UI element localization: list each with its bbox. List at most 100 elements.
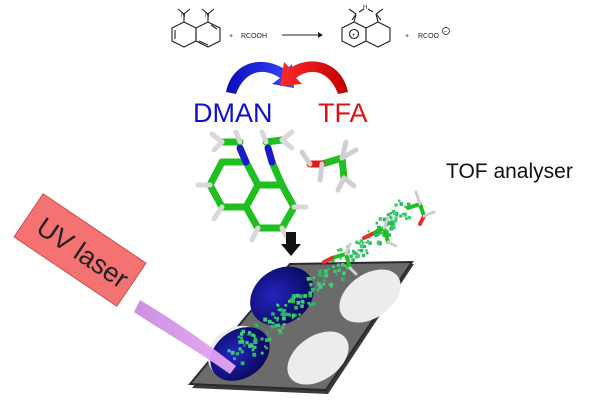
ion-particle — [265, 338, 269, 342]
ion-particle — [318, 285, 323, 289]
ion-particle — [367, 239, 370, 243]
ion-particle — [367, 230, 370, 233]
ion-particle — [337, 269, 341, 273]
ion-particle — [266, 331, 269, 334]
ion-particle — [327, 267, 331, 271]
minus-charge: − — [444, 30, 448, 36]
ion-particle — [332, 265, 335, 269]
ion-particle — [281, 326, 285, 330]
ion-particle — [272, 321, 275, 325]
ion-particle — [238, 340, 242, 344]
ion-particle — [386, 213, 390, 217]
ion-particle — [374, 233, 378, 237]
dman-structure — [171, 8, 221, 48]
tof-analyser-label: TOF analyser — [446, 160, 573, 183]
ion-particle — [377, 225, 381, 230]
ion-particle — [365, 251, 369, 255]
ion-particle — [308, 303, 312, 307]
ejected-molecules — [322, 190, 436, 276]
ion-particle — [320, 274, 324, 278]
ion-particle — [265, 346, 269, 350]
ion-particle — [317, 272, 322, 277]
ion-particle — [268, 337, 272, 341]
ion-particle — [270, 321, 273, 324]
ion-particle — [368, 241, 372, 245]
ion-particle — [273, 316, 277, 320]
ion-particle — [237, 335, 241, 339]
ion-particle — [260, 337, 264, 341]
ion-particle — [307, 302, 310, 305]
ion-particle — [291, 296, 295, 299]
ion-particle — [286, 312, 290, 316]
ion-particle — [361, 253, 366, 258]
curved-arrow-blue-icon — [226, 61, 294, 94]
ion-particle — [383, 217, 387, 222]
ion-particle — [399, 202, 403, 206]
ion-particle — [290, 299, 293, 302]
proton-label: H — [363, 5, 367, 11]
ion-particle — [235, 352, 240, 356]
acid-formula: RCOOH — [241, 33, 267, 40]
ion-particle — [394, 219, 398, 223]
ion-particle — [342, 271, 346, 276]
ion-particle — [291, 299, 295, 304]
ion-particle — [394, 203, 398, 207]
ion-particle — [247, 333, 250, 336]
ion-particle — [354, 252, 358, 256]
ion-particle — [284, 304, 287, 307]
ion-particle — [260, 351, 264, 355]
ion-particle — [282, 316, 286, 321]
ion-particle — [233, 357, 236, 361]
ion-particle — [403, 213, 407, 217]
ion-particle — [276, 323, 280, 327]
ion-particle — [308, 293, 313, 298]
ion-particle — [279, 308, 283, 312]
ion-particle — [392, 222, 396, 226]
ion-particle — [354, 255, 358, 259]
ion-particle — [404, 205, 407, 209]
ion-particle — [346, 266, 350, 270]
ion-particle — [365, 241, 368, 244]
ion-particle — [362, 245, 367, 249]
ion-particle — [339, 267, 342, 271]
ion-particle — [405, 217, 408, 220]
ion-particle — [282, 323, 286, 326]
ion-particle — [390, 211, 393, 215]
ion-particle — [355, 253, 360, 257]
ion-particle — [296, 300, 301, 305]
ion-particle — [295, 293, 300, 298]
ion-particle — [287, 299, 291, 303]
ion-particle — [339, 257, 342, 260]
ion-particle — [359, 244, 364, 248]
plus-charge: + — [352, 33, 356, 39]
ion-particle — [393, 211, 397, 216]
ion-particle — [280, 312, 284, 316]
ion-particle — [386, 221, 391, 226]
ion-particle — [359, 239, 363, 243]
ion-particle — [271, 312, 275, 316]
ion-particle — [274, 324, 278, 328]
laser-beam — [134, 300, 236, 374]
ion-particle — [352, 251, 357, 255]
ion-particle — [294, 313, 297, 317]
ion-particle — [309, 277, 313, 281]
ion-particle — [301, 300, 305, 304]
ion-particle — [311, 302, 316, 306]
ion-particle — [256, 324, 259, 328]
ion-particle — [407, 215, 412, 220]
ion-particle — [278, 329, 282, 332]
ion-particle — [277, 308, 280, 311]
target-plate — [187, 260, 414, 394]
ion-particle — [251, 348, 255, 352]
ion-particle — [392, 226, 396, 230]
svg-text:N: N — [205, 13, 209, 19]
ion-particle — [406, 202, 411, 206]
ion-particle — [310, 287, 314, 291]
anion-formula: RCOO — [418, 33, 440, 40]
ion-particle — [387, 233, 392, 237]
ion-particle — [357, 249, 360, 252]
ion-particle — [365, 249, 368, 252]
ion-particle — [343, 264, 347, 268]
ion-particle — [288, 313, 292, 317]
ion-particle — [239, 332, 244, 336]
